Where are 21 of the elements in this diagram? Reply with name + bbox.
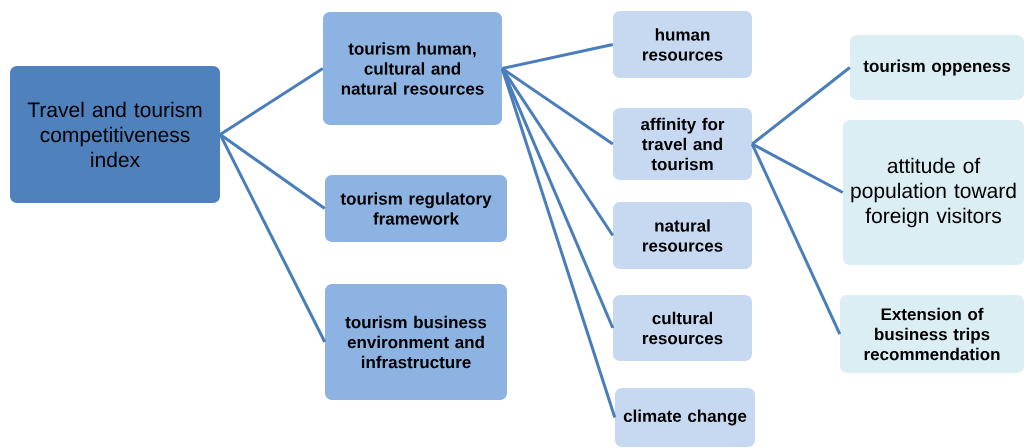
connector-line	[751, 66, 851, 146]
text-box: affinity for travel and tourism	[613, 108, 752, 180]
connector-line	[750, 143, 842, 335]
text-box: climate change	[615, 388, 755, 447]
connector-line	[501, 67, 614, 146]
text-box: cultural resources	[613, 295, 752, 361]
connector-line	[219, 67, 324, 136]
text-box: tourism regulatory framework	[325, 175, 507, 242]
connector-line	[751, 142, 844, 194]
connector-line	[218, 133, 327, 343]
text-box: tourism oppeness	[850, 35, 1024, 100]
text-box: Extension of business trips recommendation	[840, 295, 1024, 373]
text-box: human resources	[613, 11, 752, 78]
connector-line	[501, 43, 614, 70]
text-box: attitude of population toward foreign visitors	[843, 120, 1024, 265]
text-box: tourism human, cultural and natural resources	[323, 12, 502, 125]
connector-line	[500, 68, 617, 418]
connector-line	[219, 133, 326, 210]
text-box: Travel and tourism competitiveness index	[10, 66, 220, 203]
text-box: tourism business environment and infrastructure	[325, 284, 507, 400]
text-box: natural resources	[613, 202, 752, 269]
